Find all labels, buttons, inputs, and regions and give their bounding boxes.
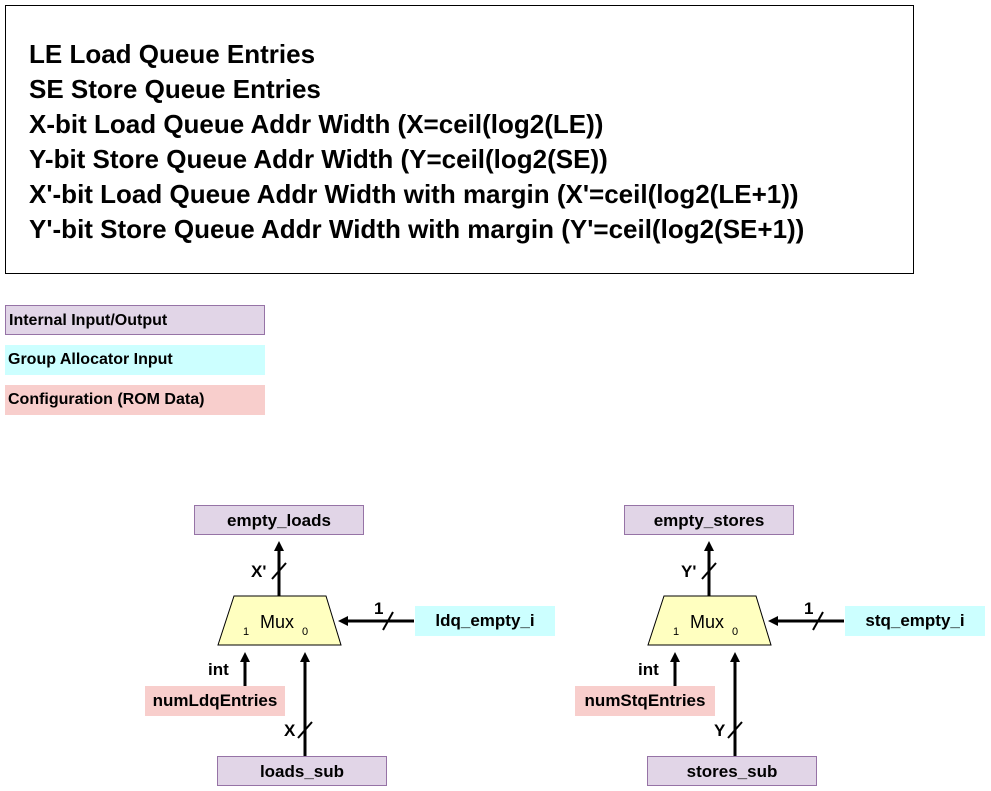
load-mux-label: Mux xyxy=(260,612,295,632)
load-config-width: int xyxy=(208,660,229,679)
legend-internal: Internal Input/Output xyxy=(5,305,265,335)
definition-le: LE Load Queue Entries xyxy=(29,39,316,69)
load-data-input: loads_sub xyxy=(217,756,387,786)
definition-x: X-bit Load Queue Addr Width (X=ceil(log2… xyxy=(29,109,604,139)
store-config-input: numStqEntries xyxy=(575,686,715,716)
definition-x-prime: X'-bit Load Queue Addr Width with margin… xyxy=(29,179,799,209)
load-output-slash xyxy=(271,562,287,580)
load-select-slash xyxy=(382,611,394,631)
store-mux-in0: 0 xyxy=(732,626,739,638)
load-data-slash xyxy=(297,721,313,739)
store-select-width: 1 xyxy=(804,599,814,618)
definition-y-prime: Y'-bit Store Queue Addr Width with margi… xyxy=(29,214,805,244)
load-config-input: numLdqEntries xyxy=(145,686,285,716)
store-mux-shape xyxy=(647,595,772,646)
load-select-width: 1 xyxy=(374,599,384,618)
load-mux-in0: 0 xyxy=(302,626,309,638)
store-output-width: Y' xyxy=(681,562,697,581)
load-mux-in1: 1 xyxy=(243,626,250,638)
load-select-input: ldq_empty_i xyxy=(415,606,555,636)
store-mux-in1: 1 xyxy=(673,626,680,638)
store-output-slash xyxy=(701,562,717,580)
load-data-width: X xyxy=(284,721,296,740)
definition-y: Y-bit Store Queue Addr Width (Y=ceil(log… xyxy=(29,144,608,174)
load-output-width: X' xyxy=(251,562,267,581)
definitions-box: LE Load Queue Entries SE Store Queue Ent… xyxy=(5,5,914,274)
load-output-box: empty_loads xyxy=(194,505,364,535)
store-config-width: int xyxy=(638,660,659,679)
load-mux-shape xyxy=(217,595,342,646)
store-select-slash xyxy=(812,611,824,631)
store-output-box: empty_stores xyxy=(624,505,794,535)
store-data-input: stores_sub xyxy=(647,756,817,786)
store-select-input: stq_empty_i xyxy=(845,606,985,636)
definition-se: SE Store Queue Entries xyxy=(29,74,321,104)
legend-config: Configuration (ROM Data) xyxy=(5,385,265,415)
store-mux-label: Mux xyxy=(690,612,725,632)
legend-group-allocator: Group Allocator Input xyxy=(5,345,265,375)
store-data-slash xyxy=(727,721,743,739)
store-data-width: Y xyxy=(714,721,726,740)
